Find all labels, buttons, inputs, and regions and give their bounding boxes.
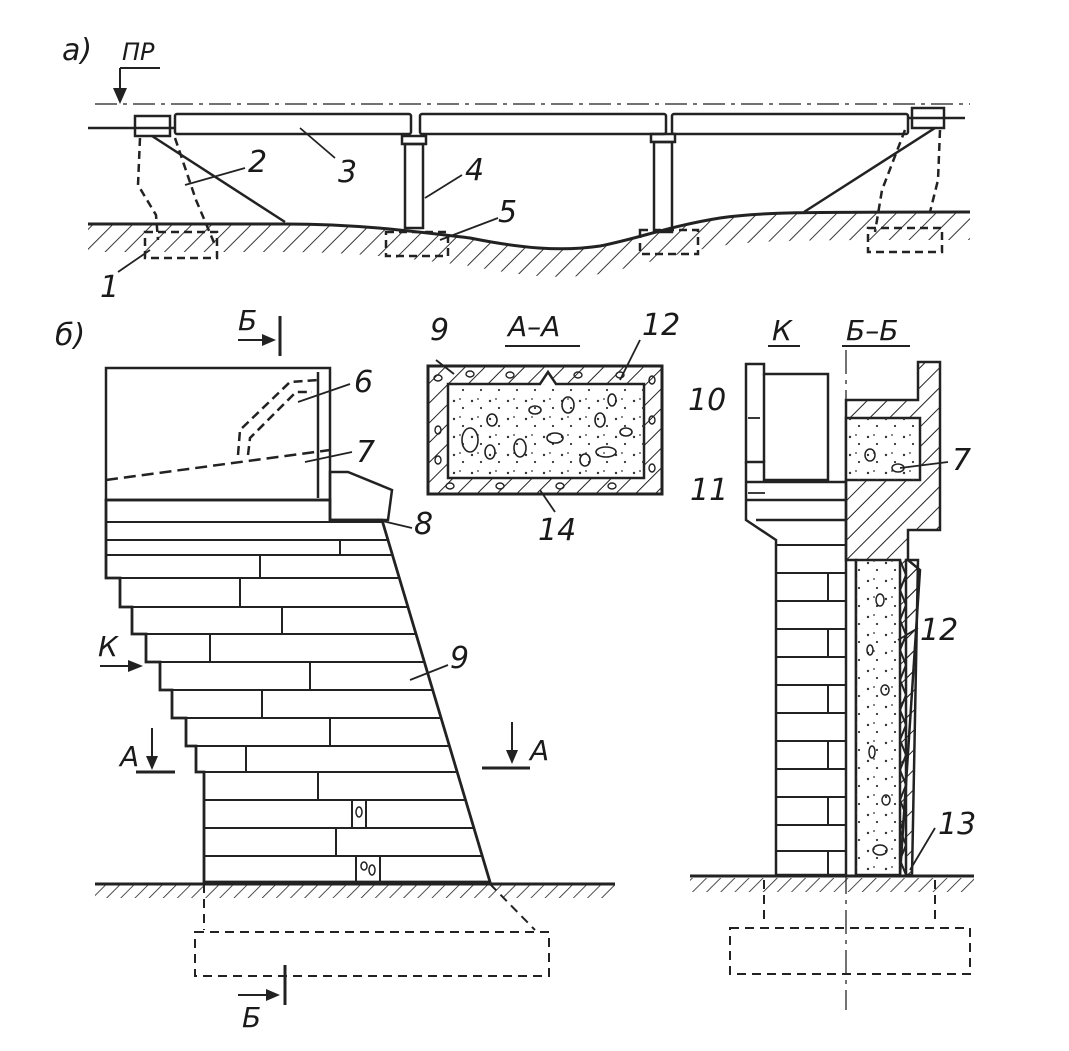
- shell-stones: [433, 370, 656, 490]
- part-b-letter: б): [55, 318, 85, 353]
- callout-10: 10: [688, 383, 726, 418]
- aa-callout-9: 9: [430, 313, 449, 348]
- arrow-right-icon: [238, 989, 280, 1001]
- section-a-a: А–А: [426, 308, 680, 548]
- k-view-title: К: [772, 314, 793, 347]
- section-a-left-label: А: [118, 740, 139, 773]
- section-a-right-label: А: [528, 734, 549, 767]
- section-aa-title: А–А: [506, 310, 560, 343]
- arrow-right-icon: [100, 660, 143, 672]
- arrow-down-icon: [146, 728, 158, 770]
- k-arrow-label: К: [98, 630, 119, 663]
- ground-profile: [88, 210, 971, 277]
- foundation-b: [194, 883, 550, 977]
- callout-1: 1: [100, 270, 119, 305]
- k-view-masonry: [744, 362, 848, 877]
- bb-callout-7: 7: [952, 443, 971, 478]
- callout-8: 8: [414, 507, 433, 542]
- arrow-down-icon: [506, 722, 518, 764]
- callout-6: 6: [354, 365, 373, 400]
- section-b-bottom-label: Б: [242, 1001, 261, 1034]
- masonry-wall: [104, 498, 492, 884]
- aggregate-stones: [461, 393, 633, 467]
- foundation-bb: [729, 880, 971, 975]
- bb-callout-13: 13: [938, 807, 976, 842]
- aa-callout-14: 14: [538, 513, 576, 548]
- callout-4: 4: [465, 153, 484, 188]
- arrow-right-icon: [238, 334, 276, 346]
- bb-aggregate: [864, 448, 905, 856]
- bearing-block: [328, 470, 394, 522]
- part-a-letter: а): [62, 33, 92, 68]
- bb-callout-12: 12: [920, 613, 958, 648]
- bb-section-title: Б–Б: [846, 314, 898, 347]
- part-b-abutment-facade: б) Б: [55, 304, 615, 1034]
- callout-2: 2: [248, 145, 267, 180]
- callout-3: 3: [338, 155, 357, 190]
- callout-7: 7: [356, 435, 375, 470]
- ground-b: [95, 882, 615, 898]
- ballast-wall: [104, 366, 332, 502]
- rubble-inserts: [355, 806, 376, 876]
- deck-beams: [88, 112, 965, 136]
- section-b-top-label: Б: [238, 304, 257, 337]
- callout-9: 9: [450, 641, 469, 676]
- section-k-bb: К Б–Б: [688, 314, 976, 1010]
- part-a-bridge-overview: а) ПР: [62, 33, 971, 305]
- aa-callout-12: 12: [642, 308, 680, 343]
- callout-11: 11: [690, 473, 728, 508]
- pr-marker-label: ПР: [122, 38, 155, 66]
- ground-bb: [690, 874, 974, 892]
- pr-arrow-icon: [113, 68, 127, 104]
- callout-5: 5: [498, 195, 517, 230]
